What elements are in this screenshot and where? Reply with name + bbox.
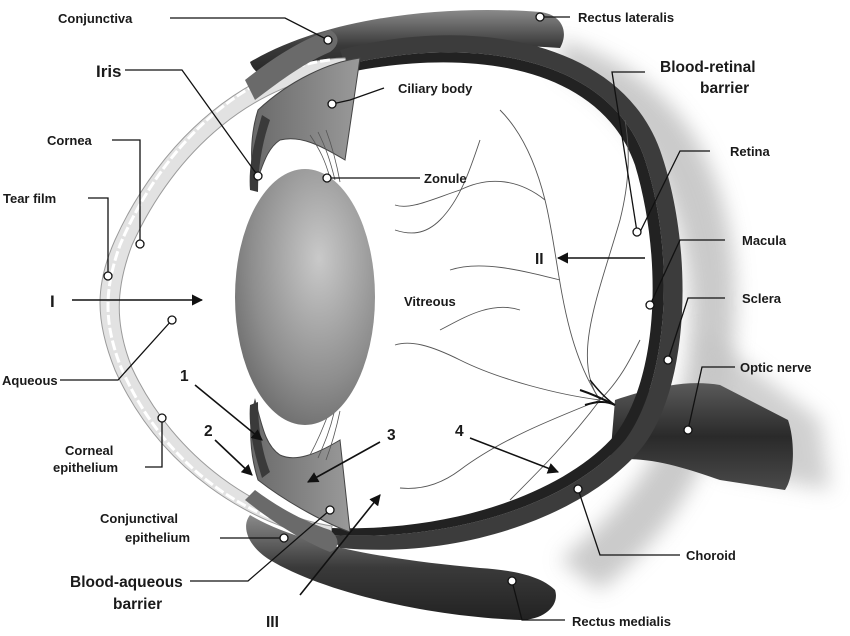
- label-macula: Macula: [742, 233, 787, 248]
- label-cornea: Cornea: [47, 133, 93, 148]
- label-blood-aqueous-line1: Blood-aqueous: [70, 574, 183, 591]
- label-rectus-medialis: Rectus medialis: [572, 614, 671, 629]
- label-aqueous: Aqueous: [2, 373, 58, 388]
- leader-lines: [60, 16, 735, 621]
- label-blood-retinal-line2: barrier: [700, 80, 749, 97]
- label-conjunctiva: Conjunctiva: [58, 11, 133, 26]
- rectus-medialis-muscle: [246, 515, 556, 620]
- route-arrow-iii: [299, 494, 381, 596]
- label-conjunctival-epithelium-line1: Conjunctival: [100, 511, 178, 526]
- label-vitreous: Vitreous: [404, 294, 456, 309]
- tear-film-line: [106, 58, 331, 534]
- label-sclera: Sclera: [742, 291, 782, 306]
- retinal-vessels: [394, 109, 641, 501]
- route-marker-i: I: [50, 292, 55, 311]
- route-marker-ii: II: [535, 251, 544, 268]
- label-corneal-epithelium-line2: epithelium: [53, 460, 118, 475]
- route-arrow-2: [214, 439, 253, 476]
- label-ciliary-body: Ciliary body: [398, 81, 473, 96]
- label-blood-aqueous-line2: barrier: [113, 596, 162, 613]
- route-marker-2: 2: [204, 423, 213, 440]
- route-marker-4: 4: [455, 423, 464, 440]
- label-retina: Retina: [730, 144, 771, 159]
- route-arrow-1: [194, 384, 263, 441]
- label-zonule: Zonule: [424, 171, 467, 186]
- background-shadows: [560, 40, 830, 590]
- route-marker-3: 3: [387, 427, 396, 444]
- lens: [235, 169, 375, 425]
- label-iris: Iris: [96, 62, 122, 81]
- label-choroid: Choroid: [686, 548, 736, 563]
- label-blood-retinal-line1: Blood-retinal: [660, 59, 756, 76]
- route-arrow-3: [307, 441, 381, 483]
- label-tear-film: Tear film: [3, 191, 56, 206]
- label-conjunctival-epithelium-line2: epithelium: [125, 530, 190, 545]
- label-optic-nerve: Optic nerve: [740, 360, 812, 375]
- label-rectus-lateralis: Rectus lateralis: [578, 10, 674, 25]
- label-corneal-epithelium-line1: Corneal: [65, 443, 113, 458]
- endpoint-dots: [103, 12, 693, 586]
- conjunctiva-flap-top: [245, 30, 338, 100]
- conjunctiva-flap-bottom: [245, 490, 338, 552]
- route-marker-1: 1: [180, 368, 189, 385]
- route-marker-iii: III: [266, 614, 279, 631]
- sclera-wall: [330, 35, 683, 550]
- route-arrow-4: [469, 437, 560, 474]
